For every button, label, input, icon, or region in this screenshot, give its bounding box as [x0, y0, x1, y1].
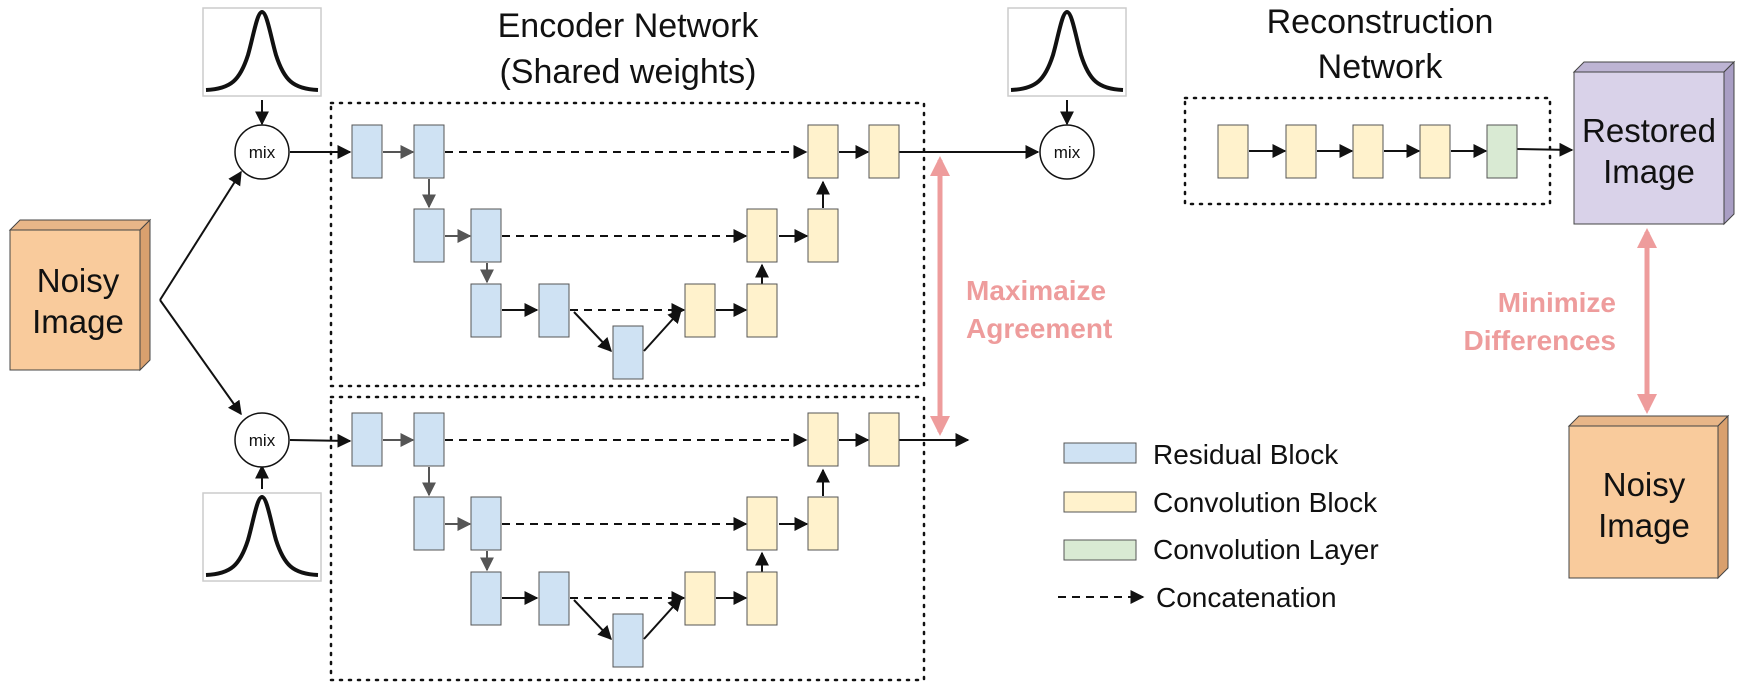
reconstruction-network — [1217, 124, 1574, 179]
encoder-branch-top — [290, 124, 1040, 380]
legend-label-conv-layer: Convolution Layer — [1153, 534, 1379, 565]
reconstruction-title-line2: Network — [1318, 48, 1444, 86]
split-arrow-top — [159, 170, 242, 301]
agreement-label-line2: Agreement — [966, 313, 1112, 344]
mix-label-top: mix — [249, 143, 276, 162]
mix-label-reconstruction: mix — [1054, 143, 1081, 162]
gaussian-noise-icon-bottom — [202, 492, 322, 582]
noisy-target-box: Noisy Image — [1567, 414, 1730, 580]
agreement-label-line1: Maximaize — [966, 275, 1106, 306]
noisy-input-line1: Noisy — [37, 262, 120, 299]
mix-node-bottom: mix — [234, 412, 290, 468]
mix-node-reconstruction: mix — [1039, 124, 1095, 180]
gaussian-noise-icon-reconstruction — [1007, 7, 1127, 97]
legend-swatch-conv-layer — [1063, 539, 1137, 561]
legend-swatch-conv-block — [1063, 491, 1137, 513]
legend-label-concatenation: Concatenation — [1156, 582, 1337, 613]
mix-label-bottom: mix — [249, 431, 276, 450]
noisy-input-box: Noisy Image — [8, 218, 152, 372]
gaussian-noise-icon-top — [202, 7, 322, 97]
encoder-boundary-top — [329, 101, 926, 388]
legend-swatch-residual — [1063, 442, 1137, 464]
restored-image-line2: Image — [1603, 153, 1695, 190]
noisy-target-line1: Noisy — [1603, 466, 1686, 503]
legend-label-conv-block: Convolution Block — [1153, 487, 1378, 518]
encoder-branch-bottom — [289, 412, 970, 668]
legend-label-residual: Residual Block — [1153, 439, 1339, 470]
split-arrow-bottom — [159, 299, 242, 416]
noisy-target-line2: Image — [1598, 507, 1690, 544]
encoder-title-line1: Encoder Network — [498, 7, 760, 45]
mix-node-top: mix — [234, 124, 290, 180]
restored-image-box: Restored Image — [1572, 60, 1736, 226]
encoder-title-line2: (Shared weights) — [499, 53, 756, 91]
restored-image-line1: Restored — [1582, 112, 1716, 149]
reconstruction-title-line1: Reconstruction — [1267, 3, 1494, 41]
encoder-boundary-bottom — [329, 395, 926, 682]
differences-label-line2: Differences — [1463, 325, 1616, 356]
reconstruction-boundary — [1183, 96, 1552, 206]
legend: Residual Block Convolution Block Convolu… — [1058, 439, 1379, 613]
differences-label-line1: Minimize — [1498, 287, 1616, 318]
noisy-input-line2: Image — [32, 303, 124, 340]
